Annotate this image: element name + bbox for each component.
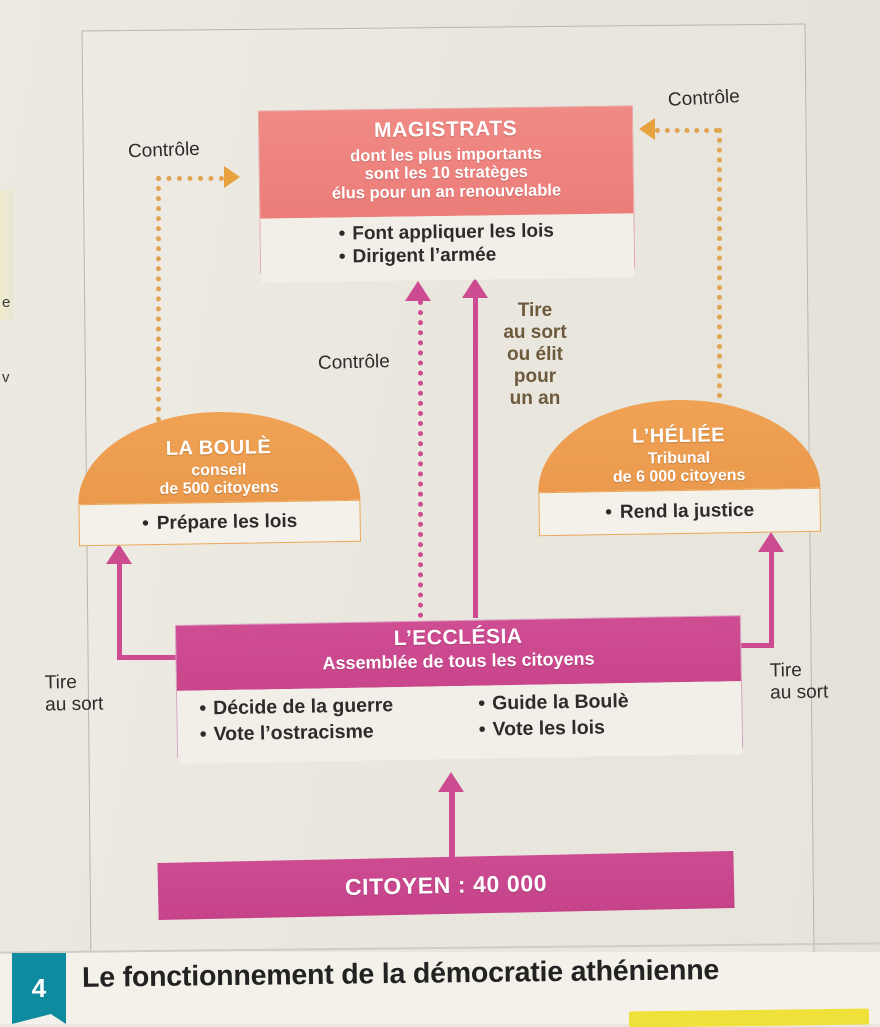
ecclesia-header: L’ECCLÉSIA Assemblée de tous les citoyen…: [175, 616, 741, 691]
node-citoyen: CITOYEN : 40 000: [157, 850, 735, 921]
control-left-arrowhead-icon: [224, 166, 240, 188]
control-center-arrowhead-icon: [405, 281, 431, 301]
control-right-arrowhead-icon: [639, 118, 655, 140]
draw-lots-boule-horizontal: [117, 655, 189, 660]
citoyen-to-ecclesia-arrowhead-icon: [438, 772, 464, 792]
control-right-label: Contrôle: [667, 86, 741, 111]
ecclesia-bullet-right-2: Vote les lois: [479, 713, 742, 743]
figure-number-badge: 4: [12, 953, 66, 1024]
control-right-dotted-horizontal: [655, 128, 719, 133]
boule-bullet: Prépare les lois: [78, 499, 362, 547]
boule-subtitle-line-2: de 500 citoyens: [159, 479, 279, 499]
control-right-dotted-vertical: [717, 128, 722, 418]
facing-page-strip: [0, 190, 14, 320]
elect-magistrates-line: [473, 296, 478, 618]
ecclesia-body: Décide de la guerre Vote l’ostracisme Gu…: [177, 681, 743, 764]
heliee-subtitle-line-2: de 6 000 citoyens: [612, 467, 746, 487]
margin-text-fragment-1: e: [2, 294, 11, 311]
citoyen-to-ecclesia-line: [449, 790, 455, 862]
magistrats-title: MAGISTRATS: [373, 117, 518, 143]
draw-lots-heliee-vertical: [769, 550, 774, 646]
draw-lots-heliee-label: Tire au sort: [769, 659, 829, 704]
highlighter-mark: [628, 1008, 870, 1027]
control-left-label: Contrôle: [127, 138, 201, 163]
node-ecclesia: L’ECCLÉSIA Assemblée de tous les citoyen…: [174, 615, 744, 764]
magistrats-body: Font appliquer les lois Dirigent l’armée: [260, 213, 635, 283]
ecclesia-bullet-left-2: Vote l’ostracisme: [200, 718, 463, 748]
magistrats-header: MAGISTRATS dont les plus importants sont…: [258, 106, 634, 219]
control-center-dotted-vertical: [418, 300, 423, 618]
heliee-header: L’HÉLIÉE Tribunal de 6 000 citoyens: [536, 397, 821, 493]
draw-lots-boule-label: Tire au sort: [44, 671, 104, 716]
draw-lots-boule-vertical: [117, 562, 122, 658]
draw-lots-boule-arrowhead-icon: [106, 544, 132, 564]
ecclesia-bullets-left: Décide de la guerre Vote l’ostracisme: [177, 692, 463, 764]
heliee-bullet: Rend la justice: [538, 487, 822, 537]
elect-magistrates-label: Tire au sort ou élit pour un an: [503, 300, 567, 410]
boule-header: LA BOULÈ conseil de 500 citoyens: [76, 409, 361, 505]
control-center-label: Contrôle: [317, 351, 391, 374]
node-heliee: L’HÉLIÉE Tribunal de 6 000 citoyens Rend…: [536, 397, 822, 537]
boule-title: LA BOULÈ: [165, 436, 272, 461]
magistrats-bullet-2: Dirigent l’armée: [339, 242, 634, 269]
draw-lots-heliee-horizontal: [708, 643, 774, 648]
margin-text-fragment-2: v: [2, 369, 10, 386]
ecclesia-bullets-right: Guide la Boulè Vote les lois: [462, 687, 742, 759]
heliee-title: L’HÉLIÉE: [631, 424, 726, 448]
elect-magistrates-arrowhead-icon: [462, 278, 488, 298]
control-left-dotted-horizontal: [156, 176, 224, 181]
magistrats-subtitle-line-3: élus pour un an renouvelable: [331, 181, 562, 203]
control-left-dotted-vertical: [156, 176, 161, 422]
node-magistrats: MAGISTRATS dont les plus importants sont…: [257, 105, 636, 283]
node-boule: LA BOULÈ conseil de 500 citoyens Prépare…: [76, 409, 362, 547]
draw-lots-heliee-arrowhead-icon: [758, 532, 784, 552]
